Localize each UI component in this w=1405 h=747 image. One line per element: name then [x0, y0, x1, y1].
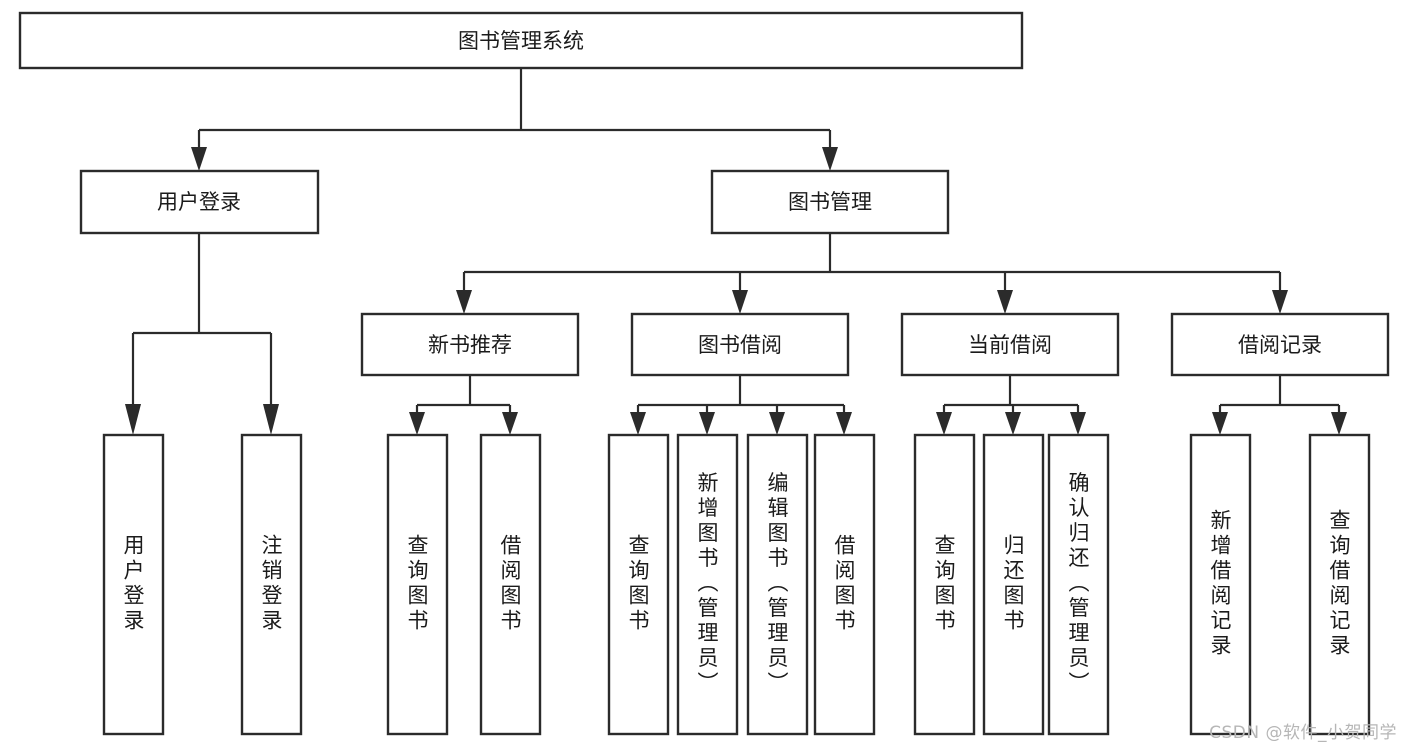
node-leaf-8[interactable]: 借阅图书	[813, 433, 876, 736]
node-leaf-12-label: 新增借阅记录	[1208, 509, 1232, 659]
node-leaf-10-box[interactable]	[982, 433, 1045, 736]
node-leaf-6-box[interactable]	[676, 433, 739, 736]
node-newbook-box[interactable]	[360, 312, 580, 377]
arrowhead-borrow	[732, 290, 748, 314]
node-leaf-10[interactable]: 归还图书	[982, 433, 1045, 736]
node-leaf-5-label: 查询图书	[626, 534, 650, 634]
arrowhead-leaf-6	[699, 412, 715, 435]
node-newbook-label: 新书推荐	[428, 333, 512, 357]
node-login-box[interactable]	[79, 169, 320, 235]
arrowhead-leaf-1	[125, 404, 141, 435]
csdn-watermark: CSDN @软件_小贺同学	[1209, 723, 1397, 743]
node-current-label: 当前借阅	[968, 333, 1052, 357]
node-leaf-13-label: 查询借阅记录	[1327, 509, 1351, 659]
node-bookmgmt-box[interactable]	[710, 169, 950, 235]
arrowhead-leaf-12	[1212, 412, 1228, 435]
arrowhead-leaf-7	[769, 412, 785, 435]
node-root-label: 图书管理系统	[458, 29, 584, 53]
node-records-label: 借阅记录	[1238, 333, 1322, 357]
node-leaf-7-box[interactable]	[746, 433, 809, 736]
arrowhead-leaf-11	[1070, 412, 1086, 435]
node-leaf-1[interactable]: 用户登录	[102, 433, 165, 736]
node-leaf-13[interactable]: 查询借阅记录	[1308, 433, 1371, 736]
arrowhead-leaf-9	[936, 412, 952, 435]
arrowhead-records	[1272, 290, 1288, 314]
arrowhead-leaf-5	[630, 412, 646, 435]
arrowhead-newbook	[456, 290, 472, 314]
node-bookmgmt[interactable]: 图书管理	[710, 169, 950, 235]
node-leaf-6-label: 新增图书（管理员）	[695, 472, 719, 697]
node-leaf-2-label: 注销登录	[259, 534, 283, 634]
arrowhead-leaf-13	[1331, 412, 1347, 435]
node-leaf-7[interactable]: 编辑图书（管理员）	[746, 433, 809, 736]
node-leaf-2-box[interactable]	[240, 433, 303, 736]
node-borrow-box[interactable]	[630, 312, 850, 377]
node-leaf-6[interactable]: 新增图书（管理员）	[676, 433, 739, 736]
node-login[interactable]: 用户登录	[79, 169, 320, 235]
node-root[interactable]: 图书管理系统	[18, 11, 1024, 70]
node-leaf-4-box[interactable]	[479, 433, 542, 736]
node-leaf-1-label: 用户登录	[121, 534, 145, 634]
node-leaf-4-label: 借阅图书	[498, 534, 522, 634]
node-leaf-5-box[interactable]	[607, 433, 670, 736]
node-leaf-8-label: 借阅图书	[832, 534, 856, 634]
node-leaf-2[interactable]: 注销登录	[240, 433, 303, 736]
node-leaf-9-label: 查询图书	[932, 534, 956, 634]
node-bookmgmt-label: 图书管理	[788, 190, 872, 214]
node-borrow-label: 图书借阅	[698, 333, 782, 357]
node-leaf-3[interactable]: 查询图书	[386, 433, 449, 736]
node-leaf-9-box[interactable]	[913, 433, 976, 736]
node-leaf-7-label: 编辑图书（管理员）	[765, 472, 789, 697]
node-leaf-11-label: 确认归还（管理员）	[1066, 472, 1090, 697]
connector-layer	[125, 68, 1347, 435]
arrowhead-leaf-8	[836, 412, 852, 435]
node-leaf-12[interactable]: 新增借阅记录	[1189, 433, 1252, 736]
node-leaf-3-label: 查询图书	[405, 534, 429, 634]
arrowhead-leaf-2	[263, 404, 279, 435]
node-current-box[interactable]	[900, 312, 1120, 377]
node-current[interactable]: 当前借阅	[900, 312, 1120, 377]
arrowhead-leaf-10	[1005, 412, 1021, 435]
node-root-box[interactable]	[18, 11, 1024, 70]
node-leaf-1-box[interactable]	[102, 433, 165, 736]
node-borrow[interactable]: 图书借阅	[630, 312, 850, 377]
node-leaf-10-label: 归还图书	[1001, 534, 1025, 634]
arrowhead-bookmgmt	[822, 147, 838, 171]
arrowhead-login	[191, 147, 207, 171]
node-login-label: 用户登录	[157, 190, 241, 214]
node-records[interactable]: 借阅记录	[1170, 312, 1390, 377]
node-leaf-11-box[interactable]	[1047, 433, 1110, 736]
arrowhead-leaf-3	[409, 412, 425, 435]
node-leaf-5[interactable]: 查询图书	[607, 433, 670, 736]
arrowhead-current	[997, 290, 1013, 314]
node-leaf-11[interactable]: 确认归还（管理员）	[1047, 433, 1110, 736]
node-leaf-8-box[interactable]	[813, 433, 876, 736]
node-leaf-3-box[interactable]	[386, 433, 449, 736]
node-records-box[interactable]	[1170, 312, 1390, 377]
node-leaf-4[interactable]: 借阅图书	[479, 433, 542, 736]
node-leaf-9[interactable]: 查询图书	[913, 433, 976, 736]
node-leaf-13-box[interactable]	[1308, 433, 1371, 736]
node-newbook[interactable]: 新书推荐	[360, 312, 580, 377]
node-leaf-12-box[interactable]	[1189, 433, 1252, 736]
arrowhead-leaf-4	[502, 412, 518, 435]
